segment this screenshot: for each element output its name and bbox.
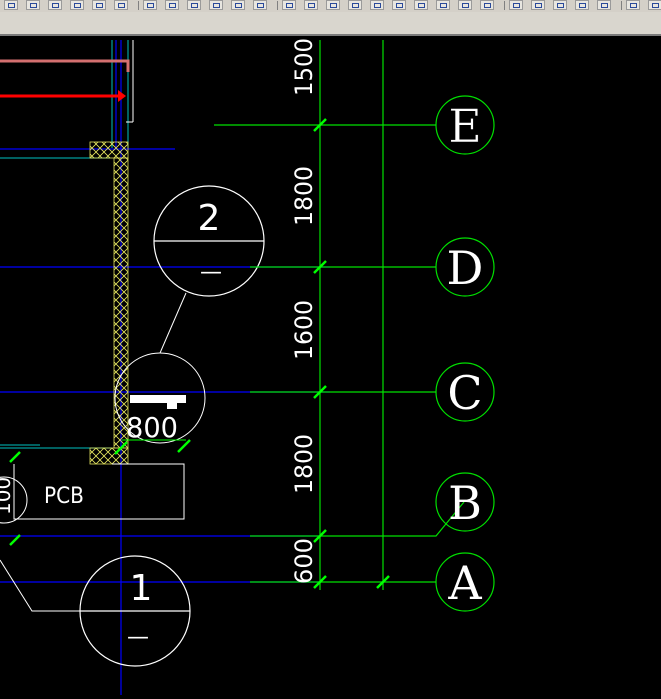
table-icon[interactable] bbox=[531, 0, 545, 10]
dimension-1800-lower: 1800 bbox=[290, 434, 318, 494]
duct-arrow-head bbox=[118, 90, 126, 102]
layer-icon[interactable] bbox=[114, 0, 128, 10]
leader-icon[interactable] bbox=[436, 0, 450, 10]
ordinate-dim-icon[interactable] bbox=[326, 0, 340, 10]
zoom-icon[interactable] bbox=[92, 0, 106, 10]
dimension-icon[interactable] bbox=[4, 0, 18, 10]
baseline-dim-icon[interactable] bbox=[392, 0, 406, 10]
grid-bubbles: E D C B A bbox=[435, 95, 495, 612]
pan-icon[interactable] bbox=[70, 0, 84, 10]
partial-dimension-100: 100 bbox=[0, 477, 15, 515]
cad-toolbar bbox=[0, 0, 661, 13]
redo-icon[interactable] bbox=[648, 0, 661, 10]
detail-sheet-2: — bbox=[200, 260, 222, 285]
grid-label-c: C bbox=[447, 366, 482, 420]
toolbar-separator bbox=[621, 1, 622, 10]
tolerance-icon[interactable] bbox=[458, 0, 472, 10]
grid-bubble-a[interactable]: A bbox=[435, 552, 495, 612]
block-icon[interactable] bbox=[553, 0, 567, 10]
detail-callout-1: 1 — bbox=[0, 555, 191, 667]
cad-drawing-canvas[interactable]: PCB 100 800 2 — 1 — bbox=[0, 36, 661, 699]
linear-dim-icon[interactable] bbox=[282, 0, 296, 10]
match-icon[interactable] bbox=[253, 0, 267, 10]
room-label-pcb: PCB bbox=[44, 484, 84, 509]
toolbar-separator bbox=[504, 1, 505, 10]
pcb-room-outline bbox=[13, 463, 185, 520]
radius-dim-icon[interactable] bbox=[348, 0, 362, 10]
dimension-1600: 1600 bbox=[290, 300, 318, 360]
cyan-lines bbox=[0, 40, 129, 449]
open-icon[interactable] bbox=[143, 0, 157, 10]
angular-dim-icon[interactable] bbox=[370, 0, 384, 10]
grid-bubble-e[interactable]: E bbox=[435, 95, 495, 155]
continue-dim-icon[interactable] bbox=[414, 0, 428, 10]
toolbar-separator bbox=[138, 1, 139, 10]
column-outline bbox=[126, 40, 134, 123]
arc-icon[interactable] bbox=[48, 0, 62, 10]
dimension-1500: 1500 bbox=[290, 38, 318, 96]
toolbar-strip bbox=[0, 12, 661, 36]
dimension-ticks bbox=[9, 118, 390, 589]
grid-bubble-b[interactable]: B bbox=[435, 472, 495, 532]
hatch-icon[interactable] bbox=[597, 0, 611, 10]
grid-lines bbox=[214, 40, 465, 590]
detail-number-2: 2 bbox=[198, 198, 221, 239]
hatched-wall bbox=[89, 141, 129, 465]
dimension-600: 600 bbox=[290, 538, 318, 584]
detail-sheet-1: — bbox=[127, 625, 149, 650]
grid-label-b: B bbox=[448, 476, 482, 530]
detail-callout-800: 800 bbox=[114, 352, 206, 444]
dimension-1800-upper: 1800 bbox=[290, 166, 318, 226]
aligned-dim-icon[interactable] bbox=[304, 0, 318, 10]
duct-pink bbox=[0, 59, 130, 72]
properties-icon[interactable] bbox=[209, 0, 223, 10]
match-icon[interactable] bbox=[231, 0, 245, 10]
dimension-icon[interactable] bbox=[26, 0, 40, 10]
detail-number-1: 1 bbox=[130, 568, 153, 609]
insert-icon[interactable] bbox=[575, 0, 589, 10]
grid-label-d: D bbox=[447, 241, 484, 295]
leader-line bbox=[159, 292, 187, 354]
detail-circle-partial: 100 bbox=[0, 476, 28, 524]
undo-icon[interactable] bbox=[626, 0, 640, 10]
dimension-800: 800 bbox=[126, 411, 178, 444]
detail-callout-2: 2 — bbox=[153, 185, 265, 297]
dim-style-icon[interactable] bbox=[509, 0, 523, 10]
wall-lines bbox=[0, 40, 330, 695]
zoom-window-icon[interactable] bbox=[165, 0, 179, 10]
grid-label-a: A bbox=[447, 556, 482, 610]
dimension-labels: 1500 1800 1600 1800 600 bbox=[290, 38, 318, 584]
toolbar-separator bbox=[277, 1, 278, 10]
grid-bubble-c[interactable]: C bbox=[435, 362, 495, 422]
properties-icon[interactable] bbox=[187, 0, 201, 10]
grid-label-e: E bbox=[448, 99, 482, 153]
grid-bubble-d[interactable]: D bbox=[435, 237, 495, 297]
text-style-icon[interactable] bbox=[480, 0, 494, 10]
